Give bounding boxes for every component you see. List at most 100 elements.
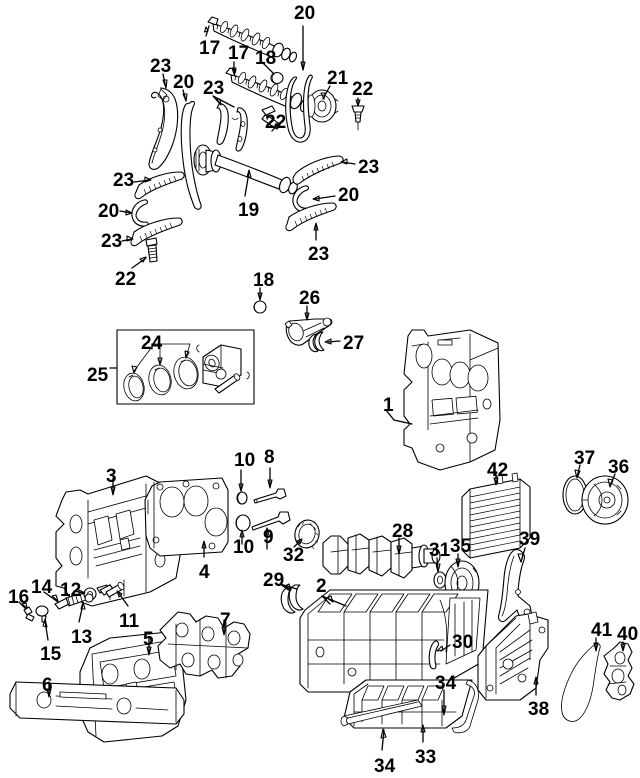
part-thrust-washer	[428, 640, 440, 670]
part-bracket	[498, 549, 533, 623]
leader-13	[78, 603, 84, 623]
callout-41: 41	[591, 620, 613, 641]
leader-2	[321, 595, 347, 607]
callout-17-a: 17	[199, 38, 221, 59]
part-chain-guide-20a	[285, 74, 313, 143]
part-cam-plug-lower	[253, 300, 267, 314]
part-valve-seal-upper	[236, 491, 248, 505]
callout-23-d: 23	[113, 170, 135, 191]
part-plug-15	[35, 605, 49, 623]
callout-23-c: 23	[358, 157, 380, 178]
callout-9: 9	[263, 527, 274, 548]
part-water-pump	[581, 475, 629, 525]
part-main-bearings	[280, 584, 304, 614]
callout-31: 31	[429, 540, 451, 561]
callout-36: 36	[608, 457, 630, 478]
part-idler-shaft	[193, 144, 298, 195]
leader-14	[43, 591, 59, 603]
callout-37: 37	[574, 448, 596, 469]
callout-8: 8	[264, 447, 275, 468]
callout-2: 2	[316, 576, 327, 597]
leader-29	[279, 583, 298, 592]
part-camshaft-sprocket	[305, 89, 339, 123]
callout-34-b: 34	[374, 756, 396, 777]
callout-4: 4	[199, 562, 210, 583]
callout-30: 30	[452, 632, 474, 653]
part-tensioner-shoe-right-lower	[285, 202, 337, 232]
callout-22-b: 22	[265, 112, 287, 133]
part-chain-guide-20b	[180, 100, 239, 210]
part-oil-pump-rotor	[603, 641, 635, 701]
part-head-gasket	[144, 477, 229, 557]
part-tensioner-shoe-left-upper	[134, 171, 185, 200]
callout-23-e: 23	[101, 231, 123, 252]
part-valve-seal-lower	[235, 514, 251, 532]
part-rocker-arm-assembly	[157, 611, 251, 679]
callout-24: 24	[141, 333, 163, 354]
callout-25: 25	[87, 365, 109, 386]
callout-3: 3	[106, 466, 117, 487]
callout-23-f: 23	[308, 244, 330, 265]
callout-18-b: 18	[253, 270, 275, 291]
part-exhaust-valve	[251, 511, 291, 531]
callout-1: 1	[383, 395, 394, 416]
callout-28: 28	[392, 521, 414, 542]
part-pump-gasket	[561, 643, 601, 722]
part-bolt-upper-right	[351, 105, 365, 131]
callout-33: 33	[415, 747, 437, 768]
part-chain-guide-20c	[131, 199, 149, 227]
callout-11: 11	[119, 611, 140, 632]
leader-32	[293, 540, 301, 548]
part-cam-plug-upper	[270, 71, 284, 85]
callout-42: 42	[487, 460, 509, 481]
callout-34-a: 34	[435, 673, 457, 694]
part-intake-valve	[253, 488, 287, 504]
part-tensioner-23a	[148, 87, 179, 170]
callout-40: 40	[617, 624, 639, 645]
leader-11	[117, 591, 129, 607]
callout-20-c: 20	[98, 201, 120, 222]
callout-10-a: 10	[234, 450, 256, 471]
callout-7: 7	[220, 610, 231, 631]
part-tensioner-23b	[216, 103, 248, 152]
callout-10-b: 10	[233, 537, 255, 558]
part-crankshaft	[322, 533, 441, 579]
leader-22b	[271, 123, 279, 132]
leader-16	[18, 601, 27, 610]
part-oil-pan-gasket-left	[340, 699, 423, 727]
callout-38: 38	[528, 699, 550, 720]
part-camshaft-lower	[225, 67, 311, 113]
callout-20-b: 20	[173, 72, 195, 93]
leader-18a	[261, 61, 275, 75]
part-connecting-rod	[284, 317, 333, 346]
leader-1	[385, 409, 413, 425]
part-oil-pump-housing	[477, 611, 549, 701]
callout-35: 35	[450, 536, 472, 557]
part-tensioner-shoe-left-lower	[130, 217, 183, 247]
callout-14: 14	[31, 577, 53, 598]
callout-5: 5	[143, 629, 154, 650]
part-piston-kit-box	[116, 329, 255, 405]
callout-13: 13	[71, 627, 93, 648]
callout-26: 26	[299, 288, 321, 309]
part-oil-pan-gasket-right	[451, 679, 479, 734]
callout-18-a: 18	[255, 48, 277, 69]
leader-15	[44, 620, 49, 641]
callout-6: 6	[42, 675, 53, 696]
leader-22c	[131, 257, 147, 269]
part-cover-plate	[9, 681, 185, 725]
leader-19	[244, 171, 250, 197]
leader-23e	[341, 161, 356, 165]
part-dowel-pin-11	[99, 581, 125, 598]
callout-32: 32	[283, 545, 305, 566]
part-pump-o-ring	[562, 475, 588, 515]
callout-12: 12	[60, 580, 82, 601]
callout-29: 29	[263, 570, 285, 591]
leader-27	[327, 340, 341, 343]
part-rod-bearings	[308, 331, 325, 353]
part-cylinder-block-right	[403, 329, 501, 471]
part-crank-washer	[433, 571, 447, 589]
callout-20-top: 20	[294, 3, 316, 24]
